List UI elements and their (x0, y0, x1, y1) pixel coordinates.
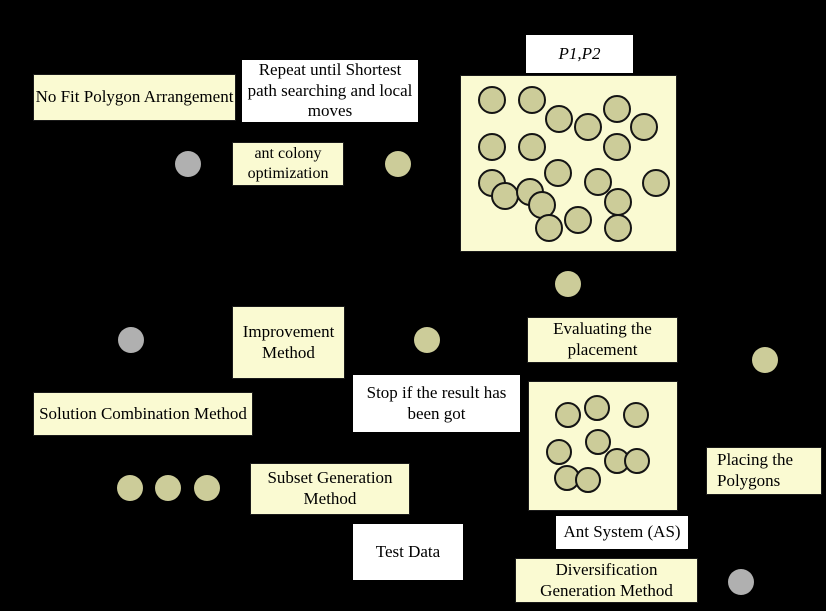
ant-system-as-box-label: Ant System (AS) (563, 522, 681, 542)
test-data-box-label: Test Data (375, 541, 441, 561)
olive-dot (623, 402, 649, 428)
olive-dot (117, 475, 143, 501)
p1-p2-label-box: P1,P2 (526, 35, 633, 73)
olive-dot (555, 271, 581, 297)
ant-system-as-box: Ant System (AS) (556, 516, 688, 549)
subset-generation-method-box-label: Subset Generation Method (267, 468, 393, 508)
no-fit-polygon-arrangement-box-label: No Fit Polygon Arrangement (35, 87, 234, 107)
olive-dot (155, 475, 181, 501)
evaluating-the-placement-box-label: Evaluating the placement (553, 319, 652, 359)
olive-dot (478, 133, 506, 161)
solution-combination-method-box: Solution Combination Method (33, 392, 253, 436)
repeat-until-shortest-path-box: Repeat until Shortest path searching and… (242, 60, 418, 122)
olive-dot (545, 105, 573, 133)
olive-dot (414, 327, 440, 353)
solution-combination-method-box-label: Solution Combination Method (39, 403, 247, 423)
olive-dot (194, 475, 220, 501)
olive-dot (544, 159, 572, 187)
olive-dot (642, 169, 670, 197)
olive-dot (491, 182, 519, 210)
olive-dot (518, 86, 546, 114)
p1-p2-label-box-label: P1,P2 (558, 43, 601, 63)
olive-dot (604, 188, 632, 216)
no-fit-polygon-arrangement-box: No Fit Polygon Arrangement (33, 74, 236, 121)
olive-dot (624, 448, 650, 474)
olive-dot (752, 347, 778, 373)
test-data-box: Test Data (353, 524, 463, 580)
olive-dot (585, 429, 611, 455)
ant-colony-optimization-box-label: ant colony optimization (247, 145, 329, 182)
stop-if-result-box-label: Stop if the result has been got (366, 382, 507, 423)
gray-dot (175, 151, 201, 177)
improvement-method-box-label: Improvement Method (242, 321, 335, 362)
olive-dot (574, 113, 602, 141)
olive-dot (575, 467, 601, 493)
olive-dot (564, 206, 592, 234)
olive-dot (385, 151, 411, 177)
placing-the-polygons-box: Placing the Polygons (706, 447, 822, 495)
olive-dot (630, 113, 658, 141)
ant-colony-optimization-box: ant colony optimization (232, 142, 344, 186)
olive-dot (478, 86, 506, 114)
olive-dot (603, 95, 631, 123)
placing-the-polygons-box-label: Placing the Polygons (717, 450, 794, 490)
gray-dot (728, 569, 754, 595)
repeat-until-shortest-path-box-label: Repeat until Shortest path searching and… (247, 59, 413, 121)
olive-dot (604, 214, 632, 242)
diversification-generation-method-box-label: Diversification Generation Method (540, 559, 673, 600)
evaluating-the-placement-box: Evaluating the placement (527, 317, 678, 363)
olive-dot (518, 133, 546, 161)
olive-dot (603, 133, 631, 161)
olive-dot (555, 402, 581, 428)
olive-dot (535, 214, 563, 242)
improvement-method-box: Improvement Method (232, 306, 345, 379)
stop-if-result-box: Stop if the result has been got (353, 375, 520, 432)
diversification-generation-method-box: Diversification Generation Method (515, 558, 698, 603)
olive-dot (584, 395, 610, 421)
gray-dot (118, 327, 144, 353)
subset-generation-method-box: Subset Generation Method (250, 463, 410, 515)
olive-dot (546, 439, 572, 465)
